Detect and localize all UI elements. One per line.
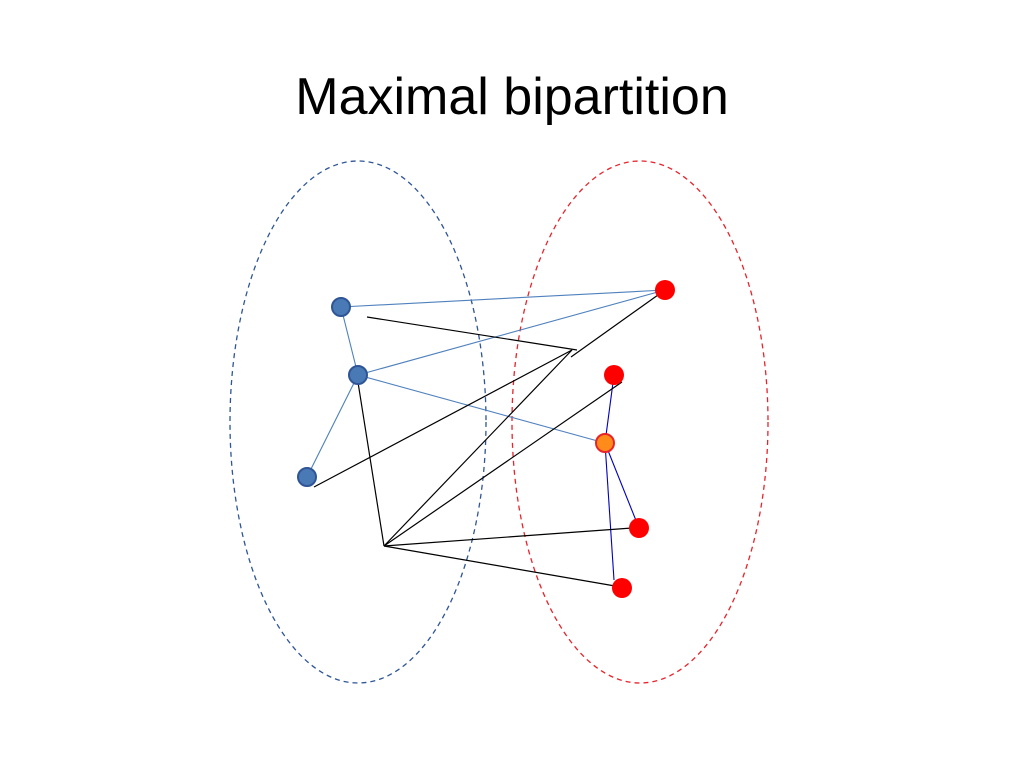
left-nodes <box>297 297 368 487</box>
highlighted-node <box>595 433 615 453</box>
edge <box>366 316 578 351</box>
red-node <box>612 578 632 598</box>
edge <box>383 545 616 587</box>
edge <box>604 374 615 444</box>
blue-node <box>331 297 351 317</box>
edge <box>357 374 606 444</box>
black-edges <box>313 289 666 587</box>
edge <box>340 306 359 376</box>
edge <box>604 442 615 581</box>
edge <box>357 289 666 376</box>
right-partition-ellipse <box>511 160 769 684</box>
red-node <box>629 518 649 538</box>
edge <box>356 375 385 547</box>
light-blue-edges <box>306 289 666 478</box>
blue-node <box>297 467 317 487</box>
blue-node <box>348 365 368 385</box>
edge <box>340 289 666 308</box>
dark-blue-edges <box>604 374 640 581</box>
slide-title: Maximal bipartition <box>295 68 729 126</box>
red-node <box>604 365 624 385</box>
edge <box>313 349 573 488</box>
edge <box>383 527 633 547</box>
edge <box>604 442 640 529</box>
edge <box>383 381 623 547</box>
edge <box>306 374 359 478</box>
red-node <box>655 280 675 300</box>
right-nodes <box>595 280 675 598</box>
edge <box>570 289 666 358</box>
left-partition-ellipse <box>229 160 487 684</box>
edge <box>383 349 573 547</box>
